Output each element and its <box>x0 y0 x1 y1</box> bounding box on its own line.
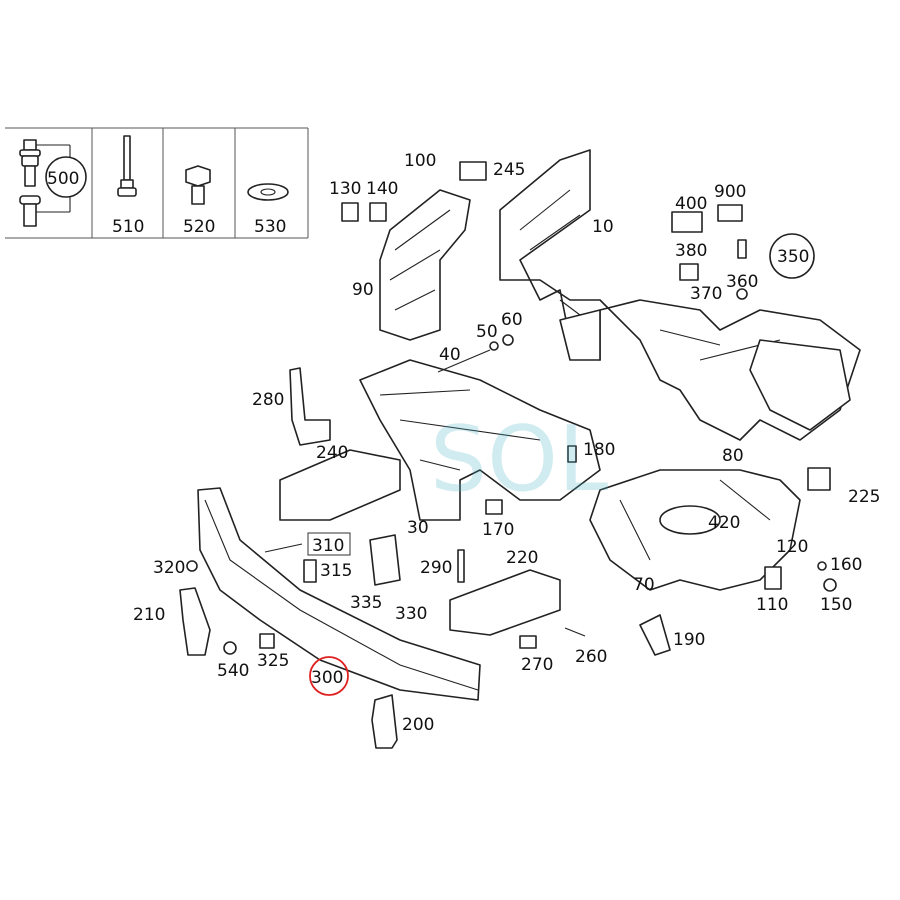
long-bolt-icon <box>117 135 137 197</box>
label-330: 330 <box>395 604 427 624</box>
label-200: 200 <box>402 715 434 735</box>
label-310: 310 <box>312 536 344 556</box>
box-310 <box>307 532 351 556</box>
clip-270 <box>519 635 537 649</box>
clip-370 <box>679 263 699 281</box>
bolt-40 <box>437 349 491 373</box>
label-270: 270 <box>521 655 553 675</box>
bolt-260 <box>564 627 586 637</box>
label-300: 300 <box>311 668 343 688</box>
bracket-240 <box>279 449 401 521</box>
label-320: 320 <box>153 558 185 578</box>
label-130: 130 <box>329 179 361 199</box>
label-210: 210 <box>133 605 165 625</box>
washer-icon <box>247 183 289 201</box>
hex-bolt-icon <box>185 165 211 205</box>
label-10: 10 <box>592 217 614 237</box>
left-vertical-bracket <box>379 189 471 341</box>
label-290: 290 <box>420 558 452 578</box>
label-280: 280 <box>252 390 284 410</box>
label-370: 370 <box>690 284 722 304</box>
bumper-beam <box>197 487 481 701</box>
label-245: 245 <box>493 160 525 180</box>
label-80: 80 <box>722 446 744 466</box>
bolt-180 <box>567 445 577 463</box>
label-350: 350 <box>777 247 809 267</box>
clip-225 <box>807 467 831 491</box>
stud-bolt-icon <box>19 139 87 227</box>
label-90: 90 <box>352 280 374 300</box>
label-260: 260 <box>575 647 607 667</box>
label-50: 50 <box>476 322 498 342</box>
label-60: 60 <box>501 310 523 330</box>
fastener-150-160 <box>817 561 837 592</box>
hardware-table: 500 510 520 530 <box>5 127 309 239</box>
label-40: 40 <box>439 345 461 365</box>
spacer-325 <box>259 633 275 649</box>
plug-320 <box>186 560 198 572</box>
label-160: 160 <box>830 555 862 575</box>
callout-labels: 10 30 40 50 60 70 80 90 100 110 120 130 … <box>133 151 880 735</box>
label-380: 380 <box>675 241 707 261</box>
label-170: 170 <box>482 520 514 540</box>
highlight-circle-300 <box>309 656 349 696</box>
watermark-text: SOL <box>430 407 608 512</box>
label-325: 325 <box>257 651 289 671</box>
bracket-220 <box>449 569 561 636</box>
label-100: 100 <box>404 151 436 171</box>
spacer-315 <box>303 559 317 583</box>
label-240: 240 <box>316 443 348 463</box>
label-150: 150 <box>820 595 852 615</box>
bolt-350-group <box>736 233 815 300</box>
label-360: 360 <box>726 272 758 292</box>
label-30: 30 <box>407 518 429 538</box>
label-220: 220 <box>506 548 538 568</box>
label-120: 120 <box>776 537 808 557</box>
clip-130-140 <box>341 202 387 222</box>
label-335: 335 <box>350 593 382 613</box>
clip-170 <box>485 499 503 515</box>
label-225: 225 <box>848 487 880 507</box>
headlamp-support-lower <box>589 469 801 591</box>
upper-radiator-support <box>499 149 861 441</box>
bracket-110 <box>764 566 782 590</box>
bolt-290 <box>457 549 465 583</box>
label-520: 520 <box>183 217 215 237</box>
bolt-310 <box>264 543 303 553</box>
plug-540 <box>223 641 237 655</box>
label-420: 420 <box>708 513 740 533</box>
label-70: 70 <box>633 575 655 595</box>
label-180: 180 <box>583 440 615 460</box>
label-400: 400 <box>675 194 707 214</box>
lower-crossmember <box>359 359 601 521</box>
label-110: 110 <box>756 595 788 615</box>
bracket-330 <box>369 534 401 586</box>
washer-50 <box>489 341 499 351</box>
clip-245 <box>459 161 487 181</box>
label-140: 140 <box>366 179 398 199</box>
label-900: 900 <box>714 182 746 202</box>
label-500: 500 <box>47 169 79 189</box>
watermark: SOL <box>430 407 608 512</box>
bracket-280 <box>289 367 331 446</box>
nut-60 <box>502 334 514 346</box>
bracket-210 <box>179 587 211 656</box>
label-315: 315 <box>320 561 352 581</box>
label-530: 530 <box>254 217 286 237</box>
label-190: 190 <box>673 630 705 650</box>
label-510: 510 <box>112 217 144 237</box>
label-540: 540 <box>217 661 249 681</box>
bracket-200 <box>371 694 398 749</box>
bracket-190 <box>639 614 671 656</box>
clip-400 <box>671 204 743 233</box>
